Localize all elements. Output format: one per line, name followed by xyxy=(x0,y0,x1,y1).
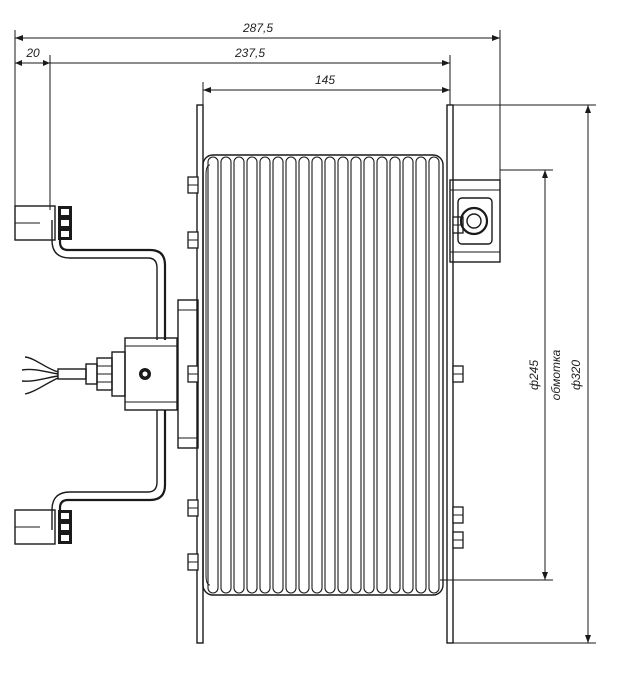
coil-winding xyxy=(202,154,444,596)
winding-turn xyxy=(246,156,258,594)
right-terminal-fitting xyxy=(449,179,501,263)
winding-turn xyxy=(207,156,219,594)
flange-bolt-icon xyxy=(187,499,199,517)
flange-bolt-icon xyxy=(452,506,464,524)
mounting-bracket-bottom xyxy=(14,410,167,545)
winding-turn xyxy=(428,156,440,594)
bracket-bolt-bottom-icon xyxy=(58,510,72,544)
flange-bolt-icon xyxy=(187,231,199,249)
winding-turn xyxy=(350,156,362,594)
winding-turn xyxy=(259,156,271,594)
winding-turn xyxy=(324,156,336,594)
winding-turn xyxy=(311,156,323,594)
left-offset-label: 20 xyxy=(25,46,40,60)
winding-label: обмотка xyxy=(549,349,563,400)
dimension-left-offset: 20 xyxy=(15,46,51,210)
body-width-label: 237,5 xyxy=(234,46,265,60)
terminal-nut-icon xyxy=(459,206,489,236)
mounting-bracket-top xyxy=(14,205,167,340)
flange-bolt-icon xyxy=(187,365,199,383)
winding-turn xyxy=(337,156,349,594)
winding-turn xyxy=(272,156,284,594)
winding-turn xyxy=(402,156,414,594)
dimension-body-width: 237,5 xyxy=(50,46,451,105)
winding-turn xyxy=(363,156,375,594)
flange-bolt-icon xyxy=(452,365,464,383)
flange-diameter-label: ф320 xyxy=(569,360,583,390)
terminal-box xyxy=(124,337,178,411)
bracket-bolt-top-icon xyxy=(58,206,72,240)
right-flange-bolts xyxy=(452,216,464,549)
dimension-flange-diameter: ф320 xyxy=(450,104,596,644)
dimension-coil-diameter: ф245 обмотка xyxy=(440,169,563,581)
coil-diameter-label: ф245 xyxy=(527,360,541,390)
winding-turn xyxy=(415,156,427,594)
left-flange-bolts xyxy=(187,176,199,571)
flange-bolt-icon xyxy=(187,176,199,194)
dimension-coil-width: 145 xyxy=(202,73,450,155)
winding-turn xyxy=(233,156,245,594)
flange-bolt-icon xyxy=(187,553,199,571)
winding-turn xyxy=(389,156,401,594)
coil-width-label: 145 xyxy=(315,73,335,87)
winding-turn xyxy=(298,156,310,594)
winding-turn xyxy=(285,156,297,594)
winding-turn xyxy=(376,156,388,594)
flange-bolt-icon xyxy=(452,531,464,549)
overall-width-label: 287,5 xyxy=(242,21,273,35)
cable-gland xyxy=(57,351,126,397)
winding-turn xyxy=(220,156,232,594)
cable-wires xyxy=(21,356,59,395)
